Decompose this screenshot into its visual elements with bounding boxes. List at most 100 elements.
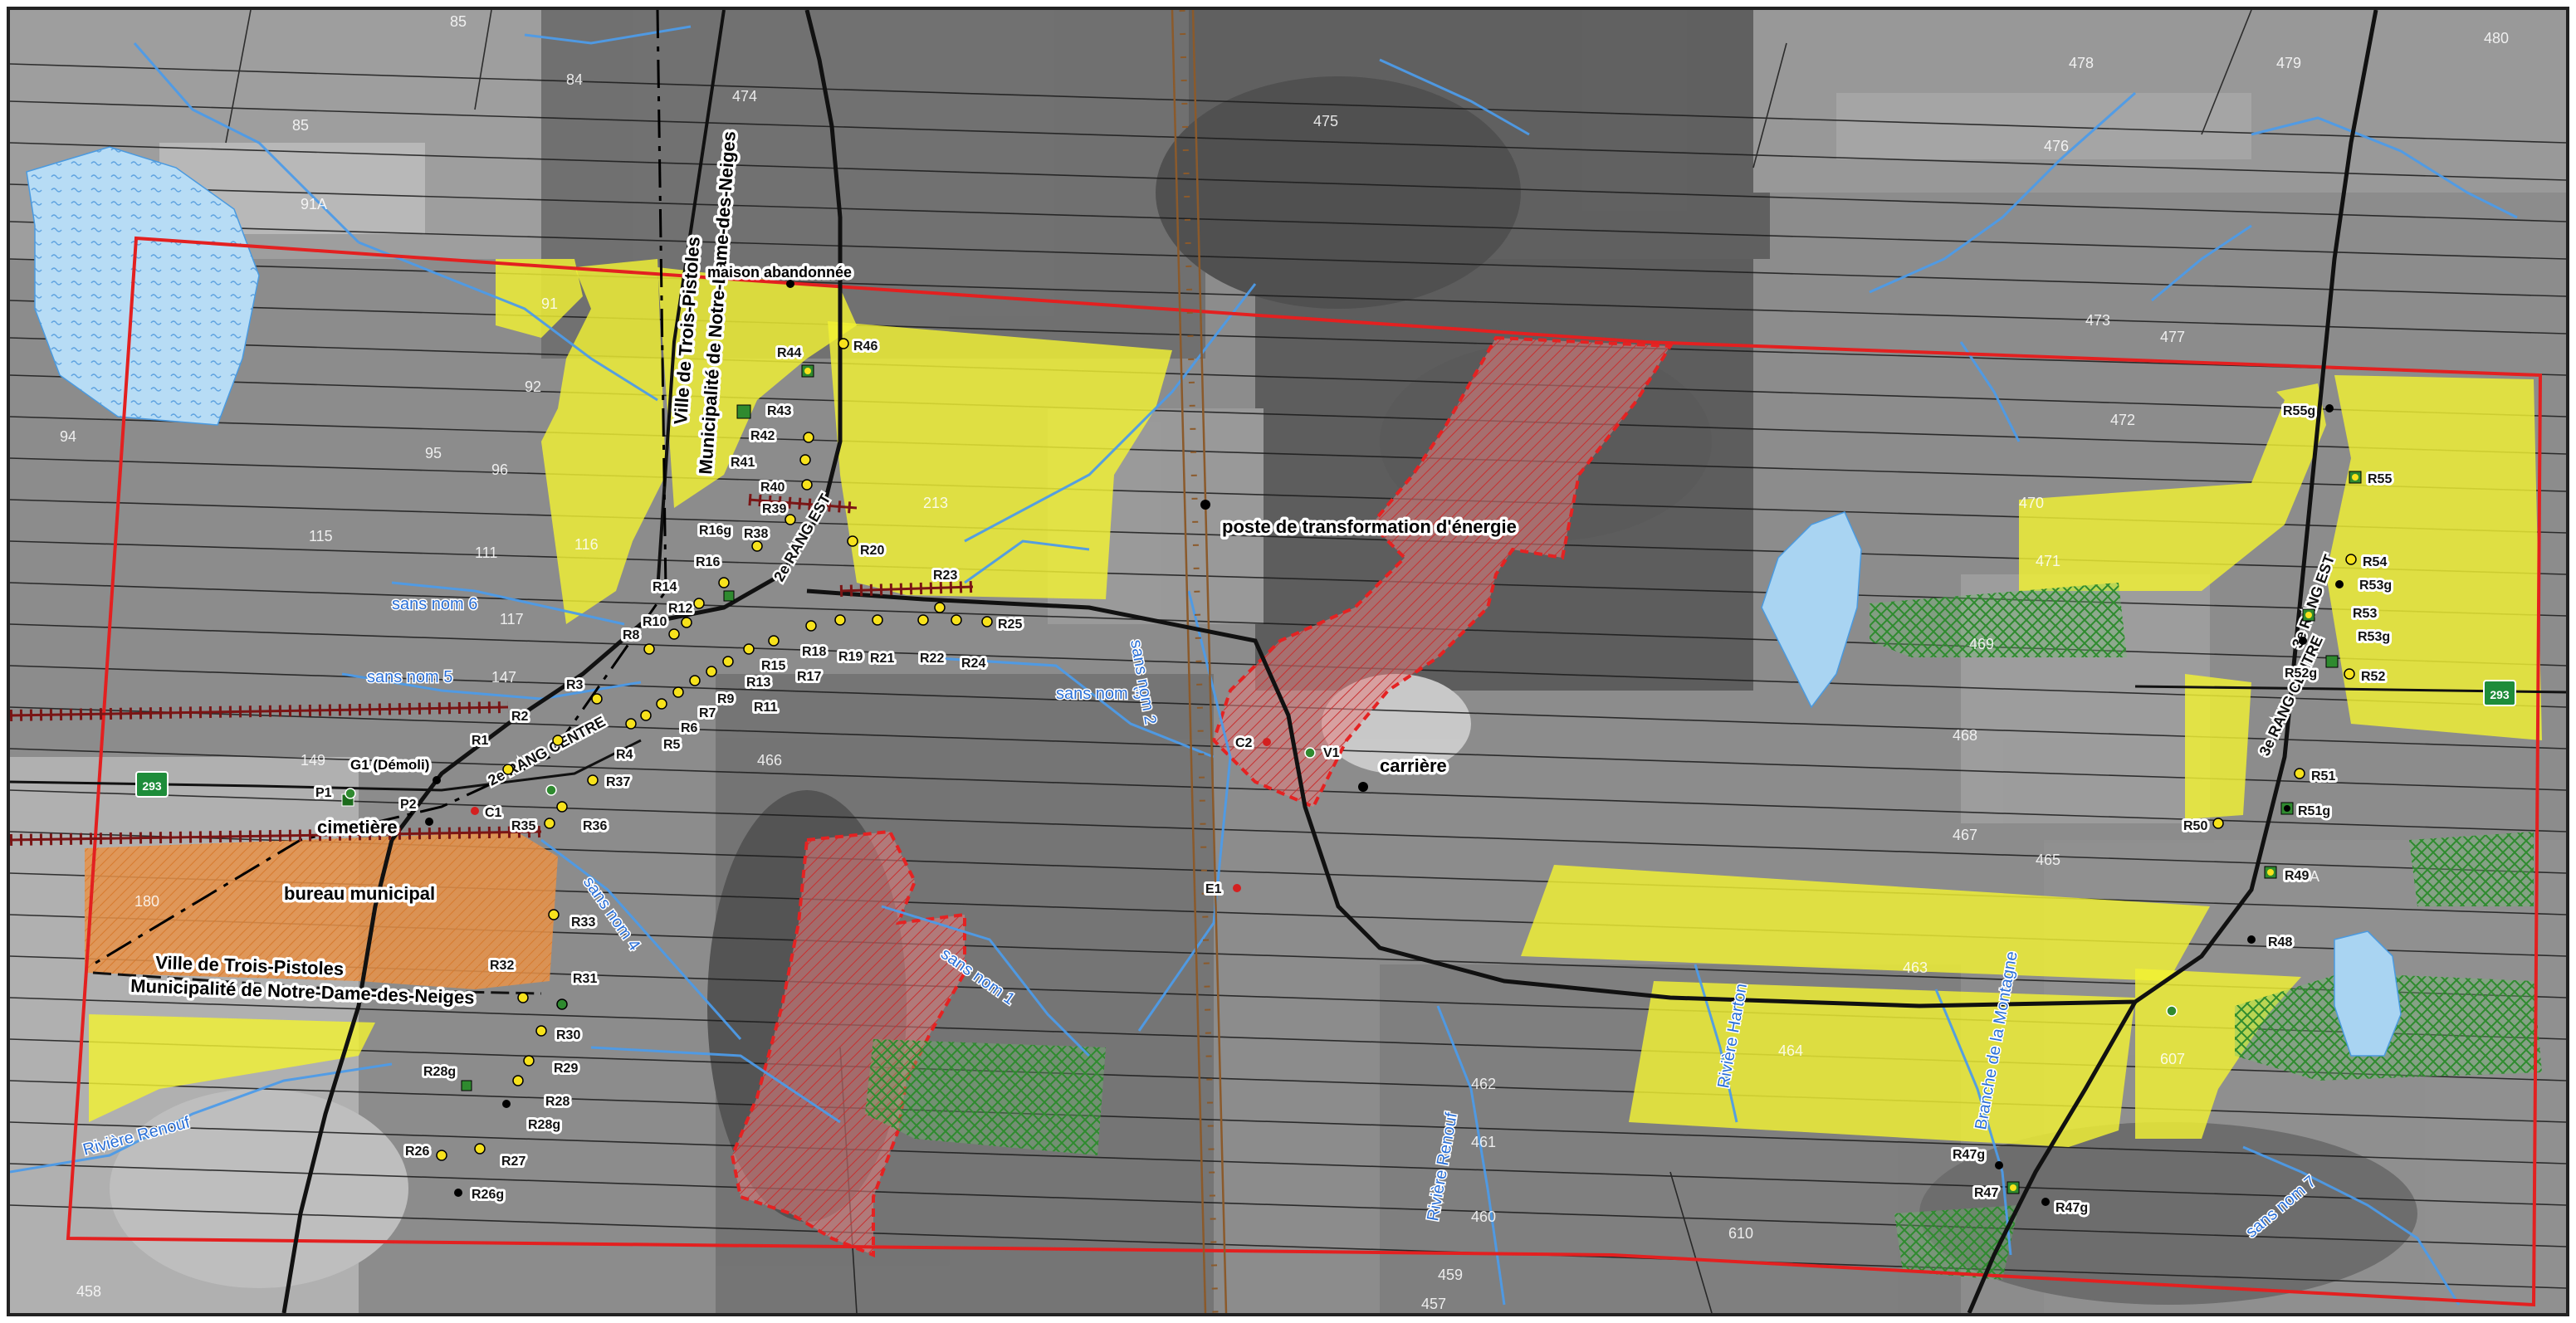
road-west-link [92,971,542,995]
pond-center [1761,511,1862,709]
route-shield-west: 293 [135,771,169,798]
site-r11: R11 [706,666,780,717]
svg-text:R16: R16 [696,555,720,569]
road-rang-centre-west [10,739,642,792]
svg-text:149: 149 [301,752,325,769]
svg-text:R42: R42 [750,429,775,443]
site-r52g: R52g [2282,655,2339,683]
svg-text:R31: R31 [573,972,597,986]
svg-text:R50: R50 [2183,819,2207,833]
svg-text:R33: R33 [571,915,595,930]
svg-text:R39: R39 [762,502,786,516]
svg-text:V1: V1 [1323,746,1340,760]
svg-text:464: 464 [1778,1042,1803,1059]
svg-text:91A: 91A [301,196,327,212]
site-r47g-a: R47g [1950,1145,2003,1169]
site-r1: R1 [469,731,514,775]
poste-marker-icon [1200,500,1210,510]
site-r31: R31 [556,969,599,1010]
svg-text:R30: R30 [556,1028,580,1042]
road-3e-rang [1967,1000,2138,1313]
site-p1: P1 [313,784,356,803]
svg-text:84: 84 [566,71,583,88]
svg-text:R6: R6 [681,721,698,735]
landmark-markers [341,280,1368,807]
svg-text:465: 465 [2036,852,2060,868]
svg-text:R55: R55 [2368,472,2392,486]
site-r51: R51 [2294,767,2338,786]
site-r42: R42 [748,427,814,446]
site-r20: R20 [847,535,887,560]
svg-text:117: 117 [500,611,524,627]
site-r38: R38 [741,525,770,552]
svg-text:463: 463 [1903,959,1928,976]
svg-text:R55g: R55g [2283,404,2315,418]
site-r39: R39 [760,500,796,525]
site-r7: R7 [672,686,719,723]
site-p2: P2 [398,795,433,826]
site-r49: R49 [2264,866,2311,886]
svg-text:115: 115 [309,528,333,544]
power-line-corridor [1171,10,1228,1313]
terrain-patches [10,10,2566,1313]
pond-east [2334,930,2402,1057]
site-r27: R27 [474,1143,528,1171]
svg-text:G1 (Démoli): G1 (Démoli) [350,757,429,773]
svg-text:R24: R24 [961,657,985,671]
svg-text:480: 480 [2484,30,2509,46]
site-r28g-b: R28g [502,1100,563,1135]
svg-text:sans nom 5: sans nom 5 [367,668,452,686]
svg-text:478: 478 [2069,55,2094,71]
svg-text:R51g: R51g [2298,804,2330,818]
place-labels: maison abandonnée poste de transformatio… [281,261,1520,907]
site-r53g-b: R53g [2299,627,2393,647]
svg-text:91: 91 [541,295,558,312]
site-r41: R41 [728,453,811,472]
site-r55: R55 [2349,470,2394,489]
site-r18: R18 [799,620,829,662]
site-r17: R17 [768,635,824,686]
site-r5: R5 [640,710,683,754]
lot-numbers: 85 85 84 474 478 479 480 91A 91 94 92 95… [60,13,2509,1312]
svg-text:R46: R46 [853,339,877,354]
site-r55g: R55g [2280,402,2334,421]
site-r54: R54 [2345,553,2389,572]
site-r50: R50 [2181,817,2224,836]
svg-text:R11: R11 [754,701,778,715]
site-r51g: R51g [2280,802,2333,821]
map-canvas[interactable]: 293 293 85 85 84 474 478 479 480 91A 91 … [10,10,2566,1313]
svg-text:462: 462 [1471,1076,1496,1092]
svg-text:P1: P1 [315,786,332,800]
svg-text:293: 293 [2490,688,2510,701]
site-r4: R4 [613,718,637,764]
svg-text:E1: E1 [1205,882,1222,896]
zone-red [730,335,1674,1257]
svg-text:147: 147 [491,669,516,686]
svg-text:R14: R14 [653,580,677,594]
svg-text:92: 92 [525,378,541,395]
svg-text:poste de transformation d'éner: poste de transformation d'énergie [1222,516,1517,537]
svg-text:457: 457 [1421,1296,1446,1312]
hatched-lines [10,494,974,846]
svg-text:R1: R1 [472,734,489,748]
svg-text:94: 94 [60,428,76,445]
svg-text:R28g: R28g [423,1065,456,1079]
svg-text:460: 460 [1471,1208,1496,1225]
site-r10: R10 [640,613,680,640]
svg-text:R49: R49 [2285,869,2309,883]
site-r52: R52 [2344,667,2388,686]
svg-text:466: 466 [757,752,782,769]
svg-text:R7: R7 [699,706,716,720]
site-v1: V1 [1304,744,1342,763]
svg-text:R10: R10 [643,615,667,629]
svg-text:476: 476 [2044,138,2069,154]
svg-text:R13: R13 [746,676,770,690]
site-r35: R35 [509,817,555,836]
svg-text:R19: R19 [838,650,863,664]
site-r13: R13 [722,656,773,692]
svg-text:P2: P2 [400,798,417,812]
site-r2: R2 [509,707,564,746]
svg-text:95: 95 [425,445,442,461]
svg-text:R53g: R53g [2359,579,2392,593]
site-r21: R21 [868,614,897,668]
